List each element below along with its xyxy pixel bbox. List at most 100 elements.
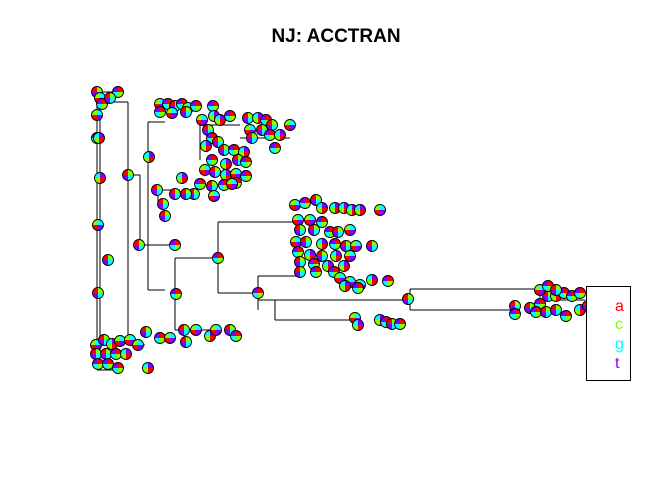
node-pie [112, 362, 124, 374]
node-pie [151, 184, 163, 196]
node-pie [208, 190, 220, 202]
node-pie [180, 188, 192, 200]
legend-item-t: t [615, 355, 620, 372]
node-pie [169, 188, 181, 200]
node-pie [292, 214, 304, 226]
node-pie [274, 129, 286, 141]
node-pie [166, 107, 178, 119]
node-pie [226, 178, 238, 190]
node-pie [366, 240, 378, 252]
node-pie [180, 336, 192, 348]
node-pie [374, 204, 386, 216]
node-pie [310, 266, 322, 278]
node-pie [140, 326, 152, 338]
node-pie [284, 119, 296, 131]
node-pie [352, 282, 364, 294]
legend-item-a: a [615, 298, 624, 315]
node-pie [509, 308, 521, 320]
node-pie [194, 178, 206, 190]
node-pie [94, 172, 106, 184]
node-pie [133, 239, 145, 251]
node-pie [154, 332, 166, 344]
legend-box: a c g t [586, 286, 631, 381]
node-pie [196, 114, 208, 126]
node-pie [104, 92, 116, 104]
node-pie [308, 224, 320, 236]
node-pie [120, 348, 132, 360]
node-pie [96, 98, 108, 110]
node-pie [566, 290, 578, 302]
node-pie [209, 166, 221, 178]
node-pie [206, 154, 218, 166]
node-pie [210, 324, 222, 336]
node-pie [240, 156, 252, 168]
node-pie [142, 362, 154, 374]
node-pie [266, 119, 278, 131]
node-pie [91, 109, 103, 121]
node-pie [340, 240, 352, 252]
node-pie [154, 106, 166, 118]
node-pie [102, 358, 114, 370]
node-pie [264, 129, 276, 141]
node-pie [339, 280, 351, 292]
node-pie [316, 216, 328, 228]
node-pie [352, 319, 364, 331]
node-pie [300, 236, 312, 248]
node-pie [242, 112, 254, 124]
node-pie [246, 132, 258, 144]
node-pie [402, 293, 414, 305]
node-pie [190, 100, 202, 112]
node-pie [540, 306, 552, 318]
node-pie [206, 180, 218, 192]
node-pie [394, 318, 406, 330]
node-pie [220, 158, 232, 170]
node-pie [354, 204, 366, 216]
node-pie [122, 169, 134, 181]
node-pie [176, 172, 188, 184]
node-pie [218, 144, 230, 156]
node-pie [240, 170, 252, 182]
node-pie [157, 198, 169, 210]
node-pie [310, 194, 322, 206]
node-pie [344, 250, 356, 262]
legend-item-g: g [615, 336, 624, 353]
node-pie [290, 236, 302, 248]
node-pie [170, 288, 182, 300]
node-pie [228, 144, 240, 156]
node-pie [560, 310, 572, 322]
node-pie [190, 324, 202, 336]
node-pie [294, 256, 306, 268]
node-pie [534, 298, 546, 310]
node-pie [212, 252, 224, 264]
node-pie [214, 114, 226, 126]
node-pie [169, 239, 181, 251]
node-pie [294, 224, 306, 236]
node-pie [112, 86, 124, 98]
node-pie [199, 164, 211, 176]
node-pie [350, 240, 362, 252]
node-pie [224, 110, 236, 122]
node-pie [252, 287, 264, 299]
node-pie [178, 324, 190, 336]
node-pie [304, 214, 316, 226]
legend-item-c: c [615, 316, 623, 333]
node-pie [344, 224, 356, 236]
node-pie [92, 358, 104, 370]
node-pie [100, 348, 112, 360]
node-pie [329, 238, 341, 250]
node-pie [550, 304, 562, 316]
node-pie [316, 202, 328, 214]
node-pie [289, 199, 301, 211]
node-pie [114, 335, 126, 347]
node-pie [207, 100, 219, 112]
node-pie [200, 140, 212, 152]
node-pie [330, 250, 342, 262]
node-pie [92, 219, 104, 231]
node-pie [316, 238, 328, 250]
node-pie [143, 151, 155, 163]
node-pie [230, 330, 242, 342]
node-pie [316, 250, 328, 262]
node-pie [550, 284, 562, 296]
node-pie [132, 339, 144, 351]
